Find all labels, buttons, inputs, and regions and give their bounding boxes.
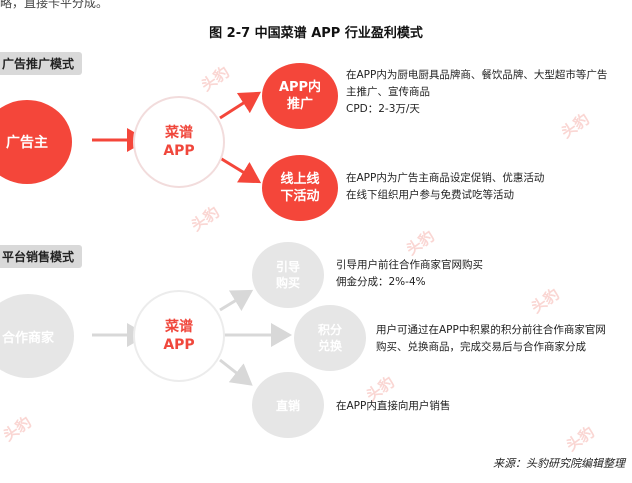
desc-line: 用户可通过在APP中积累的积分前往合作商家官网	[376, 324, 606, 336]
offline-activity-circle: 线上线 下活动	[262, 155, 338, 221]
direct-sales-desc: 在APP内直接向用户销售	[336, 398, 450, 415]
circle-text: 兑换	[317, 339, 342, 353]
source-note: 来源：头豹研究院编辑整理	[493, 457, 625, 470]
arrow-app-to-offline	[219, 156, 262, 184]
cut-off-text: 略，直接卡平分成。	[0, 0, 109, 10]
section-label-sales: 平台销售模式	[0, 245, 83, 268]
points-exchange-circle: 积分 兑换	[294, 305, 366, 371]
app-label-line2: APP	[163, 337, 195, 353]
desc-line: 佣金分成：2%-4%	[336, 276, 426, 288]
circle-text: APP内	[278, 80, 322, 95]
offline-activity-desc: 在APP内为广告主商品设定促销、优惠活动 在线下组织用户参与免费试吃等活动	[346, 170, 544, 204]
circle-text: 线上线	[280, 172, 320, 187]
desc-line: 在APP内为厨电厨具品牌商、餐饮品牌、大型超市等广告	[346, 69, 608, 81]
arrow-app-to-direct	[219, 358, 253, 386]
recipe-app-circle-sales: 菜谱 APP	[133, 290, 225, 382]
desc-line: 在线下组织用户参与免费试吃等活动	[346, 189, 514, 201]
circle-text: 推广	[286, 97, 313, 112]
arrow-app-to-guide	[219, 289, 254, 312]
desc-line: 购买、兑换商品，完成交易后与合作商家分成	[376, 341, 586, 353]
circle-text: 积分	[317, 323, 342, 337]
desc-line: 主推广、宣传商品	[346, 86, 430, 98]
merchant-circle: 合作商家	[0, 294, 74, 378]
desc-line: 引导用户前往合作商家官网购买	[336, 259, 483, 271]
inapp-promo-desc: 在APP内为厨电厨具品牌商、餐饮品牌、大型超市等广告 主推广、宣传商品 CPD：…	[346, 67, 607, 118]
app-label-line1: 菜谱	[164, 125, 193, 141]
guide-purchase-circle: 引导 购买	[252, 242, 324, 308]
direct-sales-circle: 直销	[252, 372, 324, 438]
inapp-promo-circle: APP内 推广	[262, 63, 338, 129]
desc-line: 在APP内直接向用户销售	[336, 400, 451, 412]
desc-line: CPD：2-3万/天	[346, 103, 420, 115]
app-label-line2: APP	[163, 143, 195, 159]
arrow-app-to-inapp	[219, 91, 262, 120]
circle-text: 直销	[275, 398, 300, 413]
circle-text: 引导	[275, 260, 300, 274]
guide-purchase-desc: 引导用户前往合作商家官网购买 佣金分成：2%-4%	[336, 257, 483, 291]
recipe-app-circle-ad: 菜谱 APP	[133, 96, 225, 188]
circle-text: 购买	[275, 276, 300, 290]
advertiser-circle: 广告主	[0, 100, 72, 184]
points-exchange-desc: 用户可通过在APP中积累的积分前往合作商家官网 购买、兑换商品，完成交易后与合作…	[376, 322, 606, 356]
circle-text: 下活动	[280, 189, 320, 204]
app-label-line1: 菜谱	[164, 319, 193, 335]
section-label-ad: 广告推广模式	[0, 52, 83, 75]
advertiser-label: 广告主	[6, 135, 48, 151]
desc-line: 在APP内为广告主商品设定促销、优惠活动	[346, 172, 545, 184]
figure-title: 图 2-7 中国菜谱 APP 行业盈利模式	[209, 26, 423, 41]
merchant-label: 合作商家	[1, 330, 54, 346]
